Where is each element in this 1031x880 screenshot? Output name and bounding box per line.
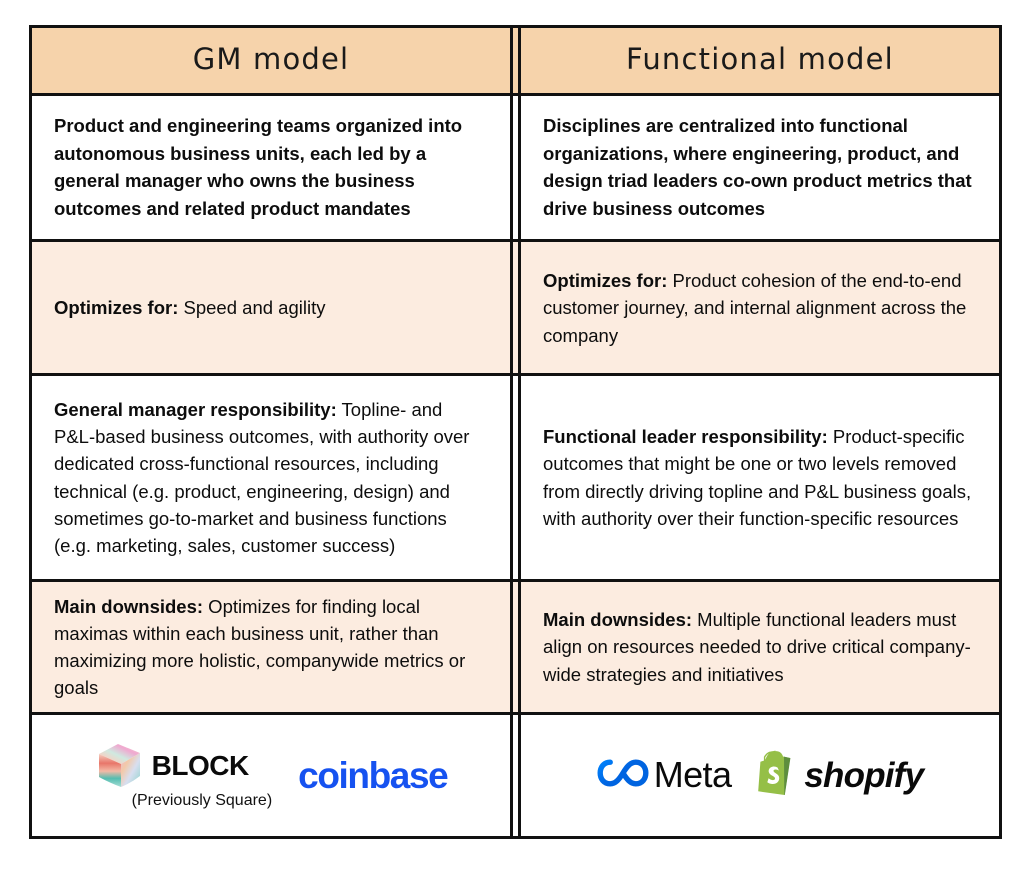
cell-functional-responsibility: Functional leader responsibility: Produc…: [518, 376, 999, 579]
cell-text: General manager responsibility: Topline-…: [54, 396, 488, 559]
cell-text: Product and engineering teams organized …: [54, 114, 463, 220]
table-row: General manager responsibility: Topline-…: [32, 376, 999, 582]
cell-lead-label: Main downsides:: [54, 595, 204, 617]
cell-lead-label: Functional leader responsibility:: [543, 426, 828, 448]
logo-meta: Meta: [597, 756, 732, 795]
cell-body-text: Topline- and P&L-based business outcomes…: [54, 399, 470, 557]
cell-body-text: Multiple functional leaders must align o…: [543, 609, 971, 685]
cell-body-text: Product cohesion of the end-to-end custo…: [543, 270, 967, 346]
cell-body-text: Product-specific outcomes that might be …: [543, 426, 972, 529]
cell-text: Optimizes for: Speed and agility: [54, 294, 488, 321]
column-header-functional-label: Functional model: [626, 42, 894, 77]
logo-block: BLOCK (Previously Square): [95, 741, 273, 810]
cell-gm-downsides: Main downsides: Optimizes for finding lo…: [32, 581, 513, 712]
cell-text: Optimizes for: Product cohesion of the e…: [543, 267, 977, 349]
cell-body-text: Speed and agility: [178, 297, 326, 319]
table-header-row: GM model Functional model: [32, 28, 999, 96]
cell-text: Main downsides: Multiple functional lead…: [543, 606, 977, 688]
cell-gm-summary: Product and engineering teams organized …: [32, 95, 513, 240]
header-cell-functional: Functional model: [518, 28, 999, 93]
cell-lead-label: Main downsides:: [543, 609, 693, 631]
block-cube-icon: [95, 741, 143, 791]
cell-gm-responsibility: General manager responsibility: Topline-…: [32, 376, 513, 579]
shopify-bag-icon: [757, 750, 797, 801]
table-row: Main downsides: Optimizes for finding lo…: [32, 581, 999, 715]
cell-functional-example-companies: Meta shopify: [518, 714, 999, 836]
table-row-logos: BLOCK (Previously Square) coinbase: [32, 714, 999, 836]
comparison-table: GM model Functional model Product and en…: [29, 25, 1002, 839]
column-header-gm-label: GM model: [192, 42, 350, 77]
cell-lead-label: Optimizes for:: [543, 270, 668, 292]
coinbase-wordmark-icon: coinbase: [298, 754, 449, 796]
cell-lead-label: Optimizes for:: [54, 297, 179, 319]
cell-text: Disciplines are centralized into functio…: [543, 114, 972, 220]
cell-functional-optimizes-for: Optimizes for: Product cohesion of the e…: [518, 242, 999, 374]
block-wordmark-label: BLOCK: [151, 749, 250, 781]
cell-body-text: Optimizes for finding local maximas with…: [54, 595, 466, 699]
logo-shopify: shopify: [757, 750, 924, 801]
cell-text: Functional leader responsibility: Produc…: [543, 423, 977, 532]
logo-coinbase: coinbase: [298, 754, 449, 796]
cell-gm-optimizes-for: Optimizes for: Speed and agility: [32, 242, 513, 374]
table-row: Product and engineering teams organized …: [32, 95, 999, 243]
block-subtitle-label: (Previously Square): [131, 791, 273, 809]
meta-wordmark-label: Meta: [653, 754, 732, 796]
meta-infinity-icon: [597, 756, 649, 795]
shopify-wordmark-label: shopify: [804, 755, 924, 795]
cell-text: Main downsides: Optimizes for finding lo…: [54, 593, 488, 702]
cell-functional-downsides: Main downsides: Multiple functional lead…: [518, 581, 999, 712]
table-row: Optimizes for: Speed and agility Optimiz…: [32, 242, 999, 377]
cell-functional-summary: Disciplines are centralized into functio…: [518, 95, 999, 240]
header-cell-gm: GM model: [32, 28, 513, 93]
cell-lead-label: General manager responsibility:: [54, 399, 337, 421]
cell-gm-example-companies: BLOCK (Previously Square) coinbase: [32, 714, 513, 836]
